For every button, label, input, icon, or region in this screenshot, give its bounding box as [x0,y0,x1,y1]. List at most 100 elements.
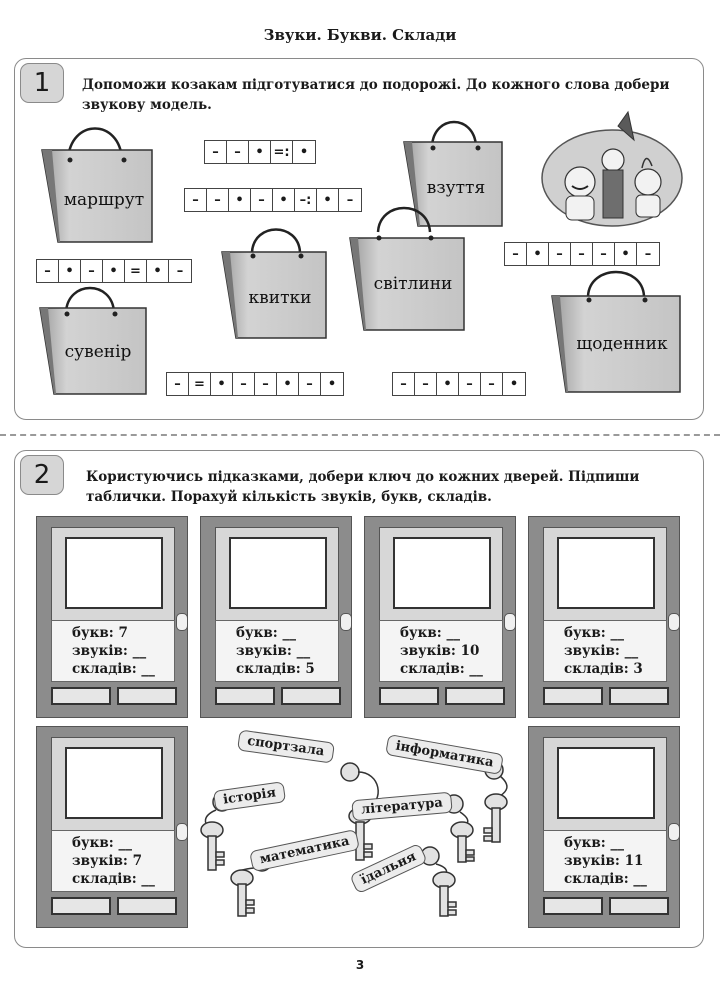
sound-model-cell: – [481,373,503,395]
door-1[interactable]: букв: 7 звуків: __ складів: __ [36,516,188,718]
sound-model-cell: – [81,260,103,282]
key-4-icon [444,794,475,863]
sound-model-cell: • [249,141,271,163]
bag-shchodennyk-icon [551,270,681,393]
task1-number: 1 [20,63,64,103]
sound-model-cell: • [437,373,459,395]
sound-model-cell: – [644,246,652,262]
bag-kvytky-icon [221,228,327,339]
door-2-slot-right [281,687,341,705]
sound-model-cell: – [185,189,207,211]
door-4-slot-right [609,687,669,705]
sound-model-cell: • [147,260,169,282]
sound-model-1[interactable]: ––•=:• [204,140,316,164]
door-6-label[interactable]: букв: __ звуків: 11 складів: __ [543,830,667,892]
door-3-slot-left [379,687,439,705]
sound-model-5[interactable]: –=•––•–• [166,372,344,396]
sound-model-cell: • [59,260,81,282]
bag-word-2: взуття [426,178,486,198]
task2-instruction-line2: таблички. Порахуй кількість звуків, букв… [86,489,492,505]
door-3-slot-right [445,687,505,705]
sound-model-cell: • [527,243,549,265]
sound-model-cell: – [167,373,189,395]
door-5-letters: букв: __ [72,835,132,851]
task2-instruction-line1: Користуючись підказками, добери ключ до … [86,469,640,485]
door-6-syllables: складів: __ [564,871,647,887]
sound-model-cell: – [571,243,593,265]
door-6-slot-left [543,897,603,915]
door-1-slot-right [117,687,177,705]
door-1-knob-icon[interactable] [176,613,188,631]
bag-word-5: сувенір [64,342,132,362]
sound-model-cell: – [393,373,415,395]
door-2[interactable]: букв: __ звуків: __ складів: 5 [200,516,352,718]
door-6[interactable]: букв: __ звуків: 11 складів: __ [528,726,680,928]
door-3-window [393,537,491,609]
door-6-knob-icon[interactable] [668,823,680,841]
sound-model-2[interactable]: ––•–•–:•– [184,188,362,212]
sound-model-cell: • [277,373,299,395]
door-2-window [229,537,327,609]
section-divider [0,434,720,436]
sound-model-cell: – [37,260,59,282]
door-5-sounds: звуків: 7 [72,853,142,869]
door-4[interactable]: букв: __ звуків: __ складів: 3 [528,516,680,718]
page-number: 3 [355,958,365,972]
cossacks-illustration-icon [541,110,683,227]
door-2-label[interactable]: букв: __ звуків: __ складів: 5 [215,620,339,682]
sound-model-cell: =: [271,141,293,163]
sound-model-cell: – [593,243,615,265]
sound-model-cell: – [251,189,273,211]
sound-model-4[interactable]: –•–––•– [504,242,660,266]
door-3[interactable]: букв: __ звуків: 10 складів: __ [364,516,516,718]
sound-model-cell: • [273,189,295,211]
bag-word-6: щоденник [576,334,668,354]
door-4-sounds: звуків: __ [564,643,639,659]
sound-model-3[interactable]: –•–•=•– [36,259,192,283]
door-5-knob-icon[interactable] [176,823,188,841]
door-1-sounds: звуків: __ [72,643,147,659]
door-4-window [557,537,655,609]
door-3-sounds: звуків: 10 [400,643,480,659]
door-2-syllables: складів: 5 [236,661,315,677]
door-3-label[interactable]: букв: __ звуків: 10 складів: __ [379,620,503,682]
door-5-slot-right [117,897,177,915]
door-2-knob-icon[interactable] [340,613,352,631]
sound-model-cell: – [459,373,481,395]
sound-model-6[interactable]: ––•––• [392,372,526,396]
task2-number: 2 [20,455,64,495]
sound-model-cell: • [615,243,637,265]
door-5-syllables: складів: __ [72,871,155,887]
sound-model-cell: –: [295,189,317,211]
sound-model-cell: – [255,373,277,395]
bag-svitlyny-icon [349,206,465,331]
door-5-label[interactable]: букв: __ звуків: 7 складів: __ [51,830,175,892]
door-5[interactable]: букв: __ звуків: 7 складів: __ [36,726,188,928]
door-6-window [557,747,655,819]
sound-model-cell: – [205,141,227,163]
door-2-slot-left [215,687,275,705]
door-4-knob-icon[interactable] [668,613,680,631]
sound-model-cell: – [415,373,437,395]
page-title: Звуки. Букви. Склади [263,26,457,44]
bag-word-4: світлини [373,274,453,294]
sound-model-cell: • [317,189,339,211]
door-2-letters: букв: __ [236,625,296,641]
bag-word-3: квитки [248,288,312,308]
bag-word-1: маршрут [63,190,145,210]
sound-model-cell: – [227,141,249,163]
door-4-label[interactable]: букв: __ звуків: __ складів: 3 [543,620,667,682]
door-1-window [65,537,163,609]
door-1-slot-left [51,687,111,705]
sound-model-cell: = [125,260,147,282]
door-3-knob-icon[interactable] [504,613,516,631]
door-1-label[interactable]: букв: 7 звуків: __ складів: __ [51,620,175,682]
door-1-syllables: складів: __ [72,661,155,677]
sound-model-cell: – [549,243,571,265]
sound-model-cell: • [509,376,519,392]
door-4-slot-left [543,687,603,705]
door-2-sounds: звуків: __ [236,643,311,659]
bag-vzuttya-icon [403,120,503,227]
door-5-slot-left [51,897,111,915]
sound-model-cell: • [327,376,337,392]
